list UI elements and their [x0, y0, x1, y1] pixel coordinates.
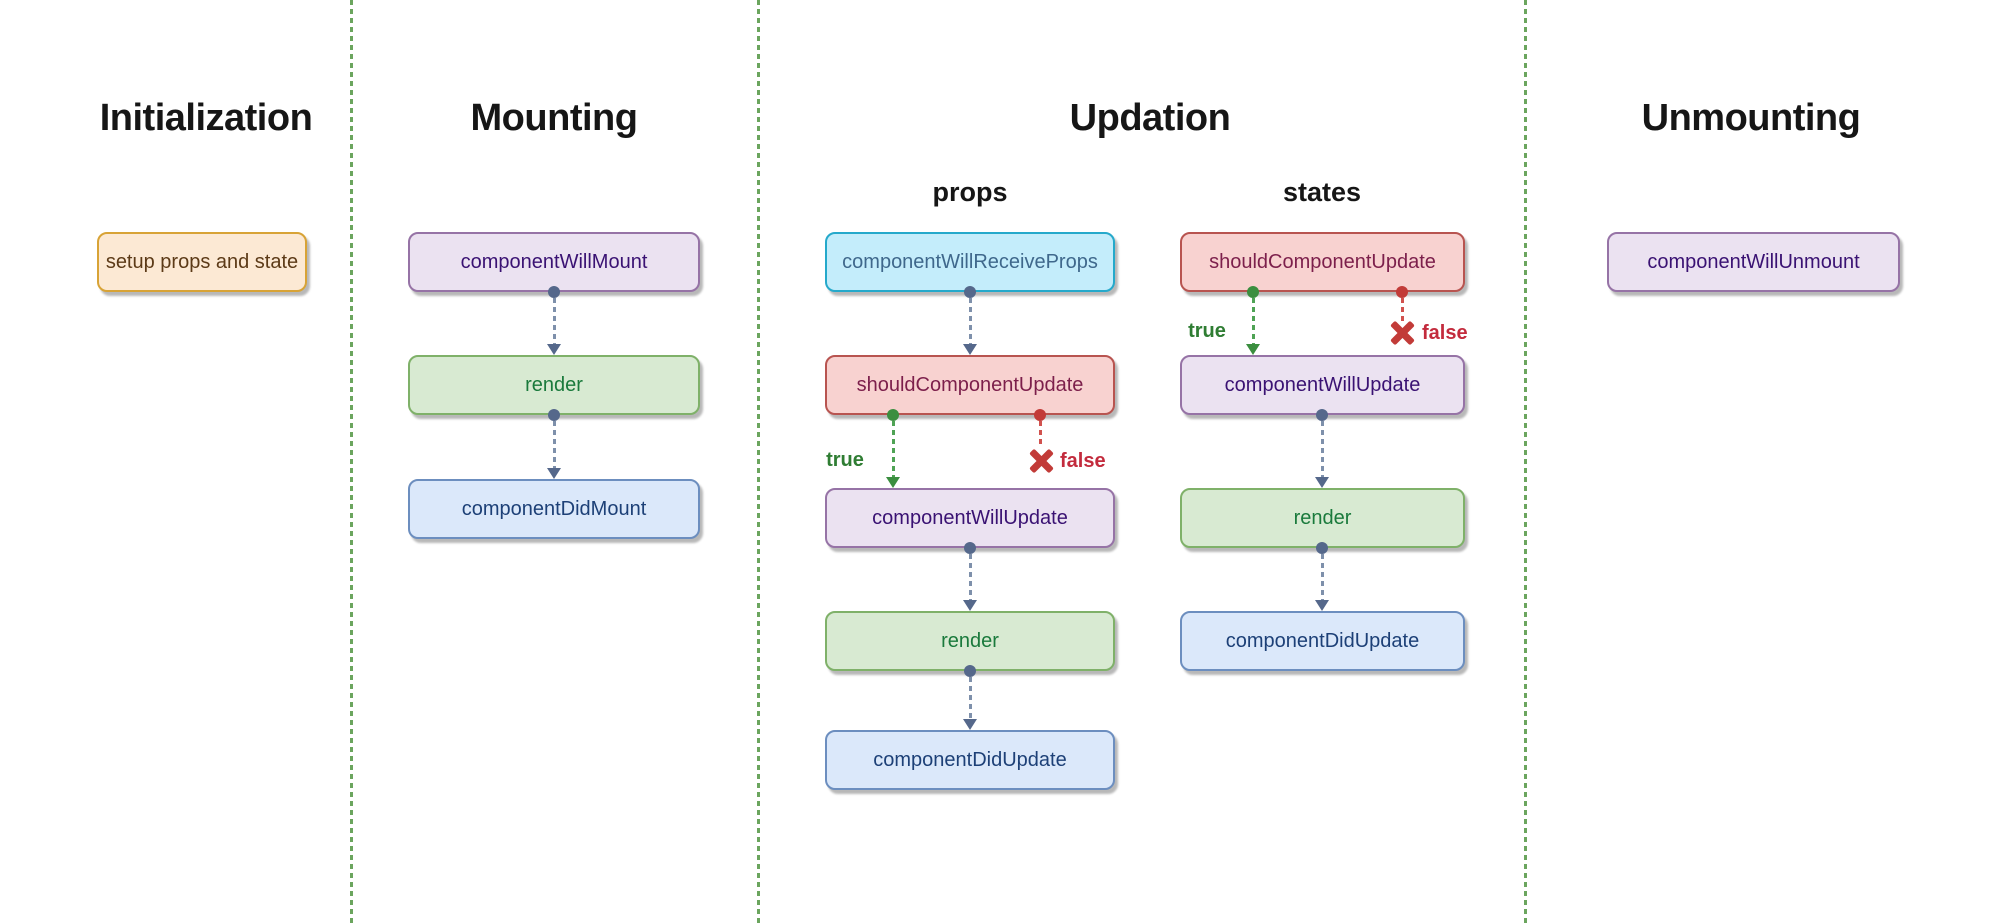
node-should-component-update-props: shouldComponentUpdate — [825, 355, 1115, 415]
branch-false-connector-states — [1395, 286, 1409, 323]
connector-dot — [1316, 409, 1328, 421]
node-setup-props-and-state: setup props and state — [97, 232, 307, 292]
arrow-down-icon — [963, 719, 977, 730]
arrow-down-icon — [963, 344, 977, 355]
connector-receive-props-to-should-update — [963, 286, 977, 355]
branch-label-false-props: false — [1060, 450, 1106, 472]
x-mark-icon — [1029, 449, 1053, 473]
node-component-will-mount: componentWillMount — [408, 232, 700, 292]
node-component-will-update-states: componentWillUpdate — [1180, 355, 1465, 415]
connector-line — [552, 298, 556, 345]
connector-render-to-did-mount — [547, 409, 561, 479]
branch-label-false-states: false — [1422, 322, 1468, 344]
x-mark-icon — [1390, 321, 1414, 345]
connector-render-to-did-update-props — [963, 665, 977, 730]
connector-dot — [964, 542, 976, 554]
section-divider — [1524, 0, 1527, 924]
connector-dot — [548, 409, 560, 421]
node-render-props: render — [825, 611, 1115, 671]
node-component-will-update-props: componentWillUpdate — [825, 488, 1115, 548]
arrow-down-icon — [963, 600, 977, 611]
connector-will-update-to-render-props — [963, 542, 977, 611]
section-title-updation: Updation — [1069, 97, 1231, 139]
section-divider — [350, 0, 353, 924]
node-should-component-update-states: shouldComponentUpdate — [1180, 232, 1465, 292]
node-component-will-receive-props: componentWillReceiveProps — [825, 232, 1115, 292]
connector-line — [968, 677, 972, 720]
branch-true-connector-props — [886, 409, 900, 488]
arrow-down-icon — [1246, 344, 1260, 355]
branch-true-connector-states — [1246, 286, 1260, 355]
node-render-states: render — [1180, 488, 1465, 548]
node-component-did-mount: componentDidMount — [408, 479, 700, 539]
branch-label-true-props: true — [826, 449, 864, 471]
section-divider — [757, 0, 760, 924]
node-component-did-update-states: componentDidUpdate — [1180, 611, 1465, 671]
arrow-down-icon — [886, 477, 900, 488]
connector-dot — [887, 409, 899, 421]
connector-dot — [1247, 286, 1259, 298]
connector-line — [1038, 421, 1042, 448]
arrow-down-icon — [1315, 477, 1329, 488]
node-render-mounting: render — [408, 355, 700, 415]
node-component-will-unmount: componentWillUnmount — [1607, 232, 1900, 292]
connector-line — [891, 421, 895, 478]
section-title-mounting: Mounting — [470, 97, 638, 139]
connector-line — [968, 298, 972, 345]
connector-dot — [1034, 409, 1046, 421]
connector-line — [552, 421, 556, 469]
arrow-down-icon — [547, 468, 561, 479]
connector-dot — [1396, 286, 1408, 298]
connector-render-to-did-update-states — [1315, 542, 1329, 611]
connector-line — [1400, 298, 1404, 323]
connector-dot — [964, 286, 976, 298]
connector-line — [968, 554, 972, 601]
branch-label-true-states: true — [1188, 320, 1226, 342]
branch-false-connector-props — [1033, 409, 1047, 448]
connector-dot — [964, 665, 976, 677]
connector-line — [1251, 298, 1255, 345]
arrow-down-icon — [547, 344, 561, 355]
connector-dot — [548, 286, 560, 298]
column-header-props: props — [932, 177, 1008, 207]
section-title-unmounting: Unmounting — [1641, 97, 1861, 139]
connector-dot — [1316, 542, 1328, 554]
column-header-states: states — [1282, 177, 1362, 207]
node-component-did-update-props: componentDidUpdate — [825, 730, 1115, 790]
connector-will-mount-to-render — [547, 286, 561, 355]
arrow-down-icon — [1315, 600, 1329, 611]
section-title-initialization: Initialization — [99, 97, 313, 139]
connector-will-update-to-render-states — [1315, 409, 1329, 488]
connector-line — [1320, 554, 1324, 601]
connector-line — [1320, 421, 1324, 478]
